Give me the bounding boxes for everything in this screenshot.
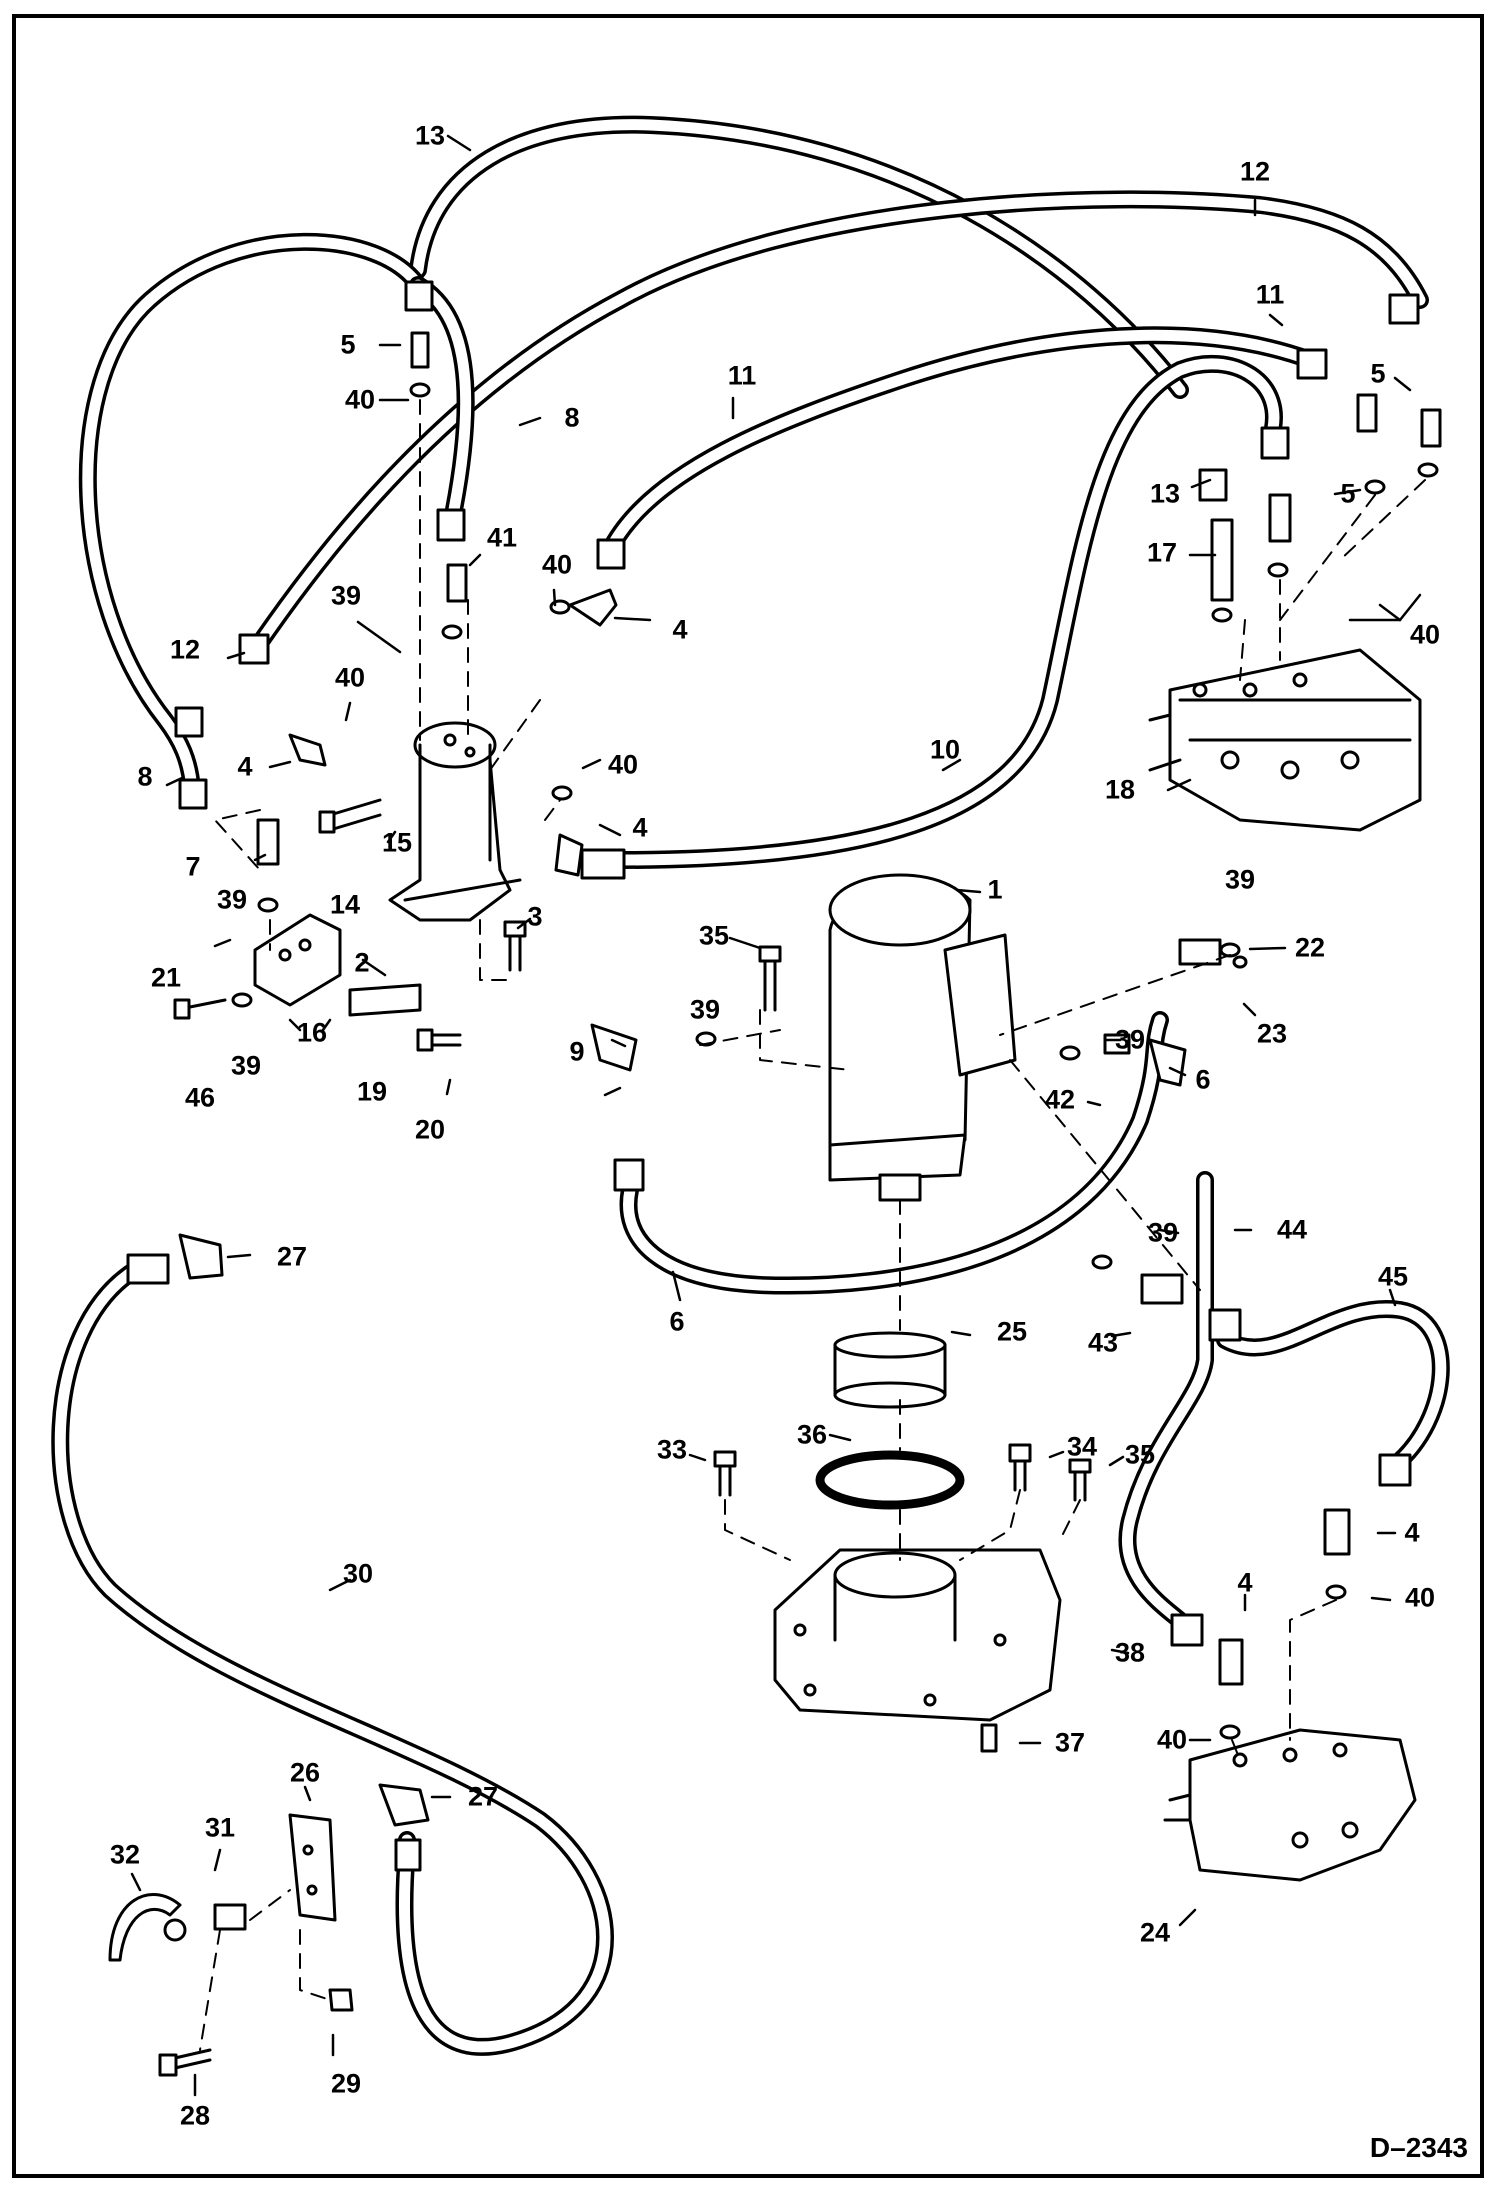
callout-31: 31 xyxy=(204,1812,236,1843)
callout-39: 39 xyxy=(216,884,248,915)
callout-40: 40 xyxy=(344,384,376,415)
callout-39: 39 xyxy=(1114,1024,1146,1055)
callout-32: 32 xyxy=(109,1839,141,1870)
hoses xyxy=(51,115,1450,2056)
callout-27: 27 xyxy=(276,1241,308,1272)
callout-43: 43 xyxy=(1087,1327,1119,1358)
callout-15: 15 xyxy=(381,827,413,858)
callout-6: 6 xyxy=(669,1306,685,1337)
callout-28: 28 xyxy=(179,2100,211,2131)
callout-39: 39 xyxy=(230,1050,262,1081)
bolts xyxy=(158,798,1092,2077)
drawing-number: D–2343 xyxy=(1369,2132,1468,2163)
callout-18: 18 xyxy=(1104,774,1136,805)
callout-4: 4 xyxy=(672,614,688,645)
callout-35: 35 xyxy=(1124,1439,1156,1470)
callout-5: 5 xyxy=(1370,358,1386,389)
callout-41: 41 xyxy=(486,522,518,553)
callout-16: 16 xyxy=(296,1017,328,1048)
hose-6 xyxy=(619,1011,1169,1295)
swivel-block xyxy=(388,721,522,922)
callout-5: 5 xyxy=(1340,478,1356,509)
callout-45: 45 xyxy=(1377,1261,1409,1292)
callout-13: 13 xyxy=(414,120,446,151)
control-valve-bottom xyxy=(1163,1728,1417,1882)
callout-44: 44 xyxy=(1276,1214,1308,1245)
callout-39: 39 xyxy=(689,994,721,1025)
callout-42: 42 xyxy=(1044,1084,1076,1115)
callout-25: 25 xyxy=(996,1316,1028,1347)
callout-12: 12 xyxy=(1239,156,1271,187)
callout-24: 24 xyxy=(1139,1917,1171,1948)
hose-45 xyxy=(1216,1300,1450,1474)
callout-14: 14 xyxy=(329,889,361,920)
callout-7: 7 xyxy=(185,851,201,882)
hose-8 xyxy=(78,232,475,799)
fittings xyxy=(126,280,1442,1872)
callout-17: 17 xyxy=(1146,537,1178,568)
callout-20: 20 xyxy=(414,1114,446,1145)
bearing-ring xyxy=(833,1331,947,1409)
hose-11 xyxy=(601,326,1319,869)
callout-34: 34 xyxy=(1066,1431,1098,1462)
callout-40: 40 xyxy=(1409,619,1441,650)
control-valve-top xyxy=(1148,648,1422,832)
callout-36: 36 xyxy=(796,1419,828,1450)
callout-8: 8 xyxy=(564,402,580,433)
callout-4: 4 xyxy=(237,751,253,782)
callout-19: 19 xyxy=(356,1076,388,1107)
manifold-block xyxy=(253,913,422,1017)
bracket-assembly xyxy=(108,1813,354,2012)
callout-13: 13 xyxy=(1149,478,1181,509)
callout-26: 26 xyxy=(289,1757,321,1788)
callout-33: 33 xyxy=(656,1434,688,1465)
callout-39: 39 xyxy=(330,580,362,611)
callout-23: 23 xyxy=(1256,1018,1288,1049)
o-rings xyxy=(231,382,1439,1740)
leader-lines xyxy=(130,134,1422,2097)
callout-35: 35 xyxy=(698,920,730,951)
callout-2: 2 xyxy=(354,947,370,978)
callout-40: 40 xyxy=(334,662,366,693)
callout-4: 4 xyxy=(1237,1567,1253,1598)
callout-4: 4 xyxy=(632,812,648,843)
callout-39: 39 xyxy=(1147,1217,1179,1248)
callout-27: 27 xyxy=(467,1781,499,1812)
callout-29: 29 xyxy=(330,2068,362,2099)
callout-12: 12 xyxy=(169,634,201,665)
callout-46: 46 xyxy=(184,1082,216,1113)
hose-13 xyxy=(409,115,1189,399)
callout-10: 10 xyxy=(929,734,961,765)
callout-22: 22 xyxy=(1294,932,1326,963)
callout-40: 40 xyxy=(1156,1724,1188,1755)
callout-40: 40 xyxy=(541,549,573,580)
hose-44 xyxy=(1118,1171,1214,1634)
callout-11: 11 xyxy=(1255,279,1285,310)
swing-motor xyxy=(828,873,1017,1202)
callout-1: 1 xyxy=(987,874,1003,905)
callout-30: 30 xyxy=(342,1558,374,1589)
callout-5: 5 xyxy=(340,329,356,360)
callout-3: 3 xyxy=(527,901,543,932)
callout-6: 6 xyxy=(1195,1064,1211,1095)
callout-40: 40 xyxy=(1404,1582,1436,1613)
hose-12 xyxy=(246,190,1429,659)
callout-4: 4 xyxy=(1404,1517,1420,1548)
assembly-lines xyxy=(199,399,1426,2051)
callout-21: 21 xyxy=(150,962,182,993)
callout-38: 38 xyxy=(1114,1637,1146,1668)
callout-40: 40 xyxy=(607,749,639,780)
diagram-frame xyxy=(12,14,1484,2178)
callout-39: 39 xyxy=(1224,864,1256,895)
seal-ring xyxy=(815,1450,965,1510)
callout-9: 9 xyxy=(569,1036,585,1067)
callout-11: 11 xyxy=(727,360,757,391)
callout-37: 37 xyxy=(1054,1727,1086,1758)
callout-8: 8 xyxy=(137,761,153,792)
hose-30 xyxy=(51,1261,614,2056)
gear-housing xyxy=(773,1548,1062,1753)
